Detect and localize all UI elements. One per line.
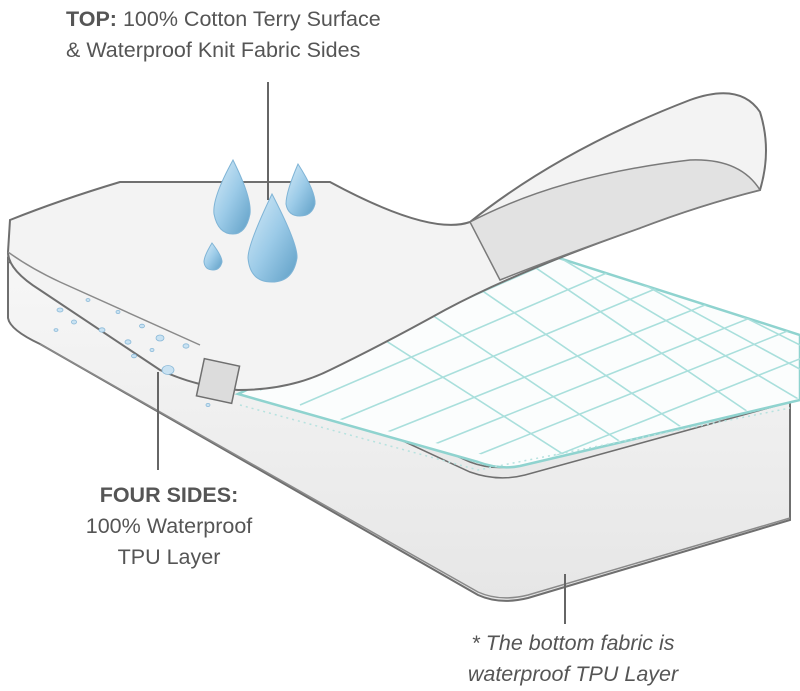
top-callout: TOP: 100% Cotton Terry Surface & Waterpr… [66, 4, 381, 66]
water-drop-icon [285, 162, 316, 217]
bottom-callout-text-2: waterproof TPU Layer [467, 662, 679, 686]
water-drop-icon [203, 242, 223, 271]
bottom-callout: * The bottom fabric is waterproof TPU La… [418, 628, 728, 690]
side-droplets [53, 298, 211, 407]
product-tag [195, 357, 241, 405]
sides-callout-text-2: TPU Layer [117, 545, 221, 569]
sides-callout-text-1: 100% Waterproof [85, 514, 253, 538]
protector-top-layer [6, 92, 767, 392]
top-callout-line-1: TOP: 100% Cotton Terry Surface [66, 4, 381, 35]
bottom-callout-text-1: * The bottom fabric is [471, 631, 675, 655]
water-drop-icon [247, 192, 298, 283]
sides-callout: FOUR SIDES: 100% Waterproof TPU Layer [54, 480, 284, 573]
top-callout-text-1: 100% Cotton Terry Surface [122, 7, 381, 31]
sides-callout-heading: FOUR SIDES: [99, 483, 239, 507]
top-callout-text-2: & Waterproof Knit Fabric Sides [66, 38, 361, 62]
top-callout-heading: TOP: [66, 7, 117, 31]
water-drop-icon [213, 158, 251, 235]
water-drops-group [203, 158, 316, 283]
